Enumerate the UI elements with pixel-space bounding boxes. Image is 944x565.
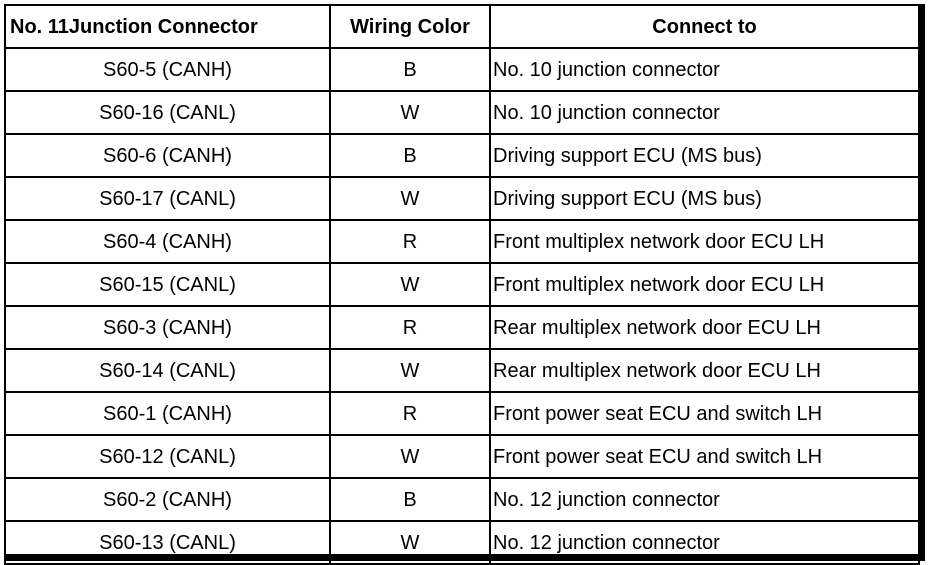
connect-to-cell: Front multiplex network door ECU LH: [489, 219, 920, 264]
connect-to-cell: Rear multiplex network door ECU LH: [489, 305, 920, 350]
connector-cell: S60-3 (CANH): [4, 305, 331, 350]
connector-cell: S60-15 (CANL): [4, 262, 331, 307]
connect-to-cell: Front power seat ECU and switch LH: [489, 434, 920, 479]
connect-to-cell: No. 10 junction connector: [489, 90, 920, 135]
wiring-color-cell: W: [329, 262, 491, 307]
connect-to-cell: No. 10 junction connector: [489, 47, 920, 92]
wiring-color-cell: B: [329, 133, 491, 178]
wiring-color-cell: B: [329, 47, 491, 92]
connector-cell: S60-13 (CANL): [4, 520, 331, 565]
connect-to-cell: Front power seat ECU and switch LH: [489, 391, 920, 436]
header-wiring-color: Wiring Color: [329, 4, 491, 49]
connector-cell: S60-14 (CANL): [4, 348, 331, 393]
wiring-color-cell: W: [329, 348, 491, 393]
table-header-row: No. 11Junction Connector Wiring Color Co…: [4, 4, 920, 49]
wiring-color-cell: W: [329, 434, 491, 479]
connect-to-cell: Driving support ECU (MS bus): [489, 176, 920, 221]
wiring-color-cell: R: [329, 219, 491, 264]
wiring-color-cell: W: [329, 176, 491, 221]
connect-to-cell: Rear multiplex network door ECU LH: [489, 348, 920, 393]
connector-cell: S60-4 (CANH): [4, 219, 331, 264]
connect-to-cell: No. 12 junction connector: [489, 520, 920, 565]
wiring-color-cell: W: [329, 520, 491, 565]
connector-cell: S60-2 (CANH): [4, 477, 331, 522]
connect-to-cell: Driving support ECU (MS bus): [489, 133, 920, 178]
header-connect-to: Connect to: [489, 4, 920, 49]
connector-cell: S60-17 (CANL): [4, 176, 331, 221]
wiring-table: No. 11Junction Connector Wiring Color Co…: [4, 4, 920, 565]
connector-cell: S60-1 (CANH): [4, 391, 331, 436]
connect-to-cell: Front multiplex network door ECU LH: [489, 262, 920, 307]
connect-to-cell: No. 12 junction connector: [489, 477, 920, 522]
connector-cell: S60-16 (CANL): [4, 90, 331, 135]
header-connector: No. 11Junction Connector: [4, 4, 331, 49]
connector-cell: S60-6 (CANH): [4, 133, 331, 178]
wiring-color-cell: B: [329, 477, 491, 522]
wiring-color-cell: R: [329, 305, 491, 350]
wiring-color-cell: R: [329, 391, 491, 436]
connector-cell: S60-12 (CANL): [4, 434, 331, 479]
connector-cell: S60-5 (CANH): [4, 47, 331, 92]
wiring-color-cell: W: [329, 90, 491, 135]
